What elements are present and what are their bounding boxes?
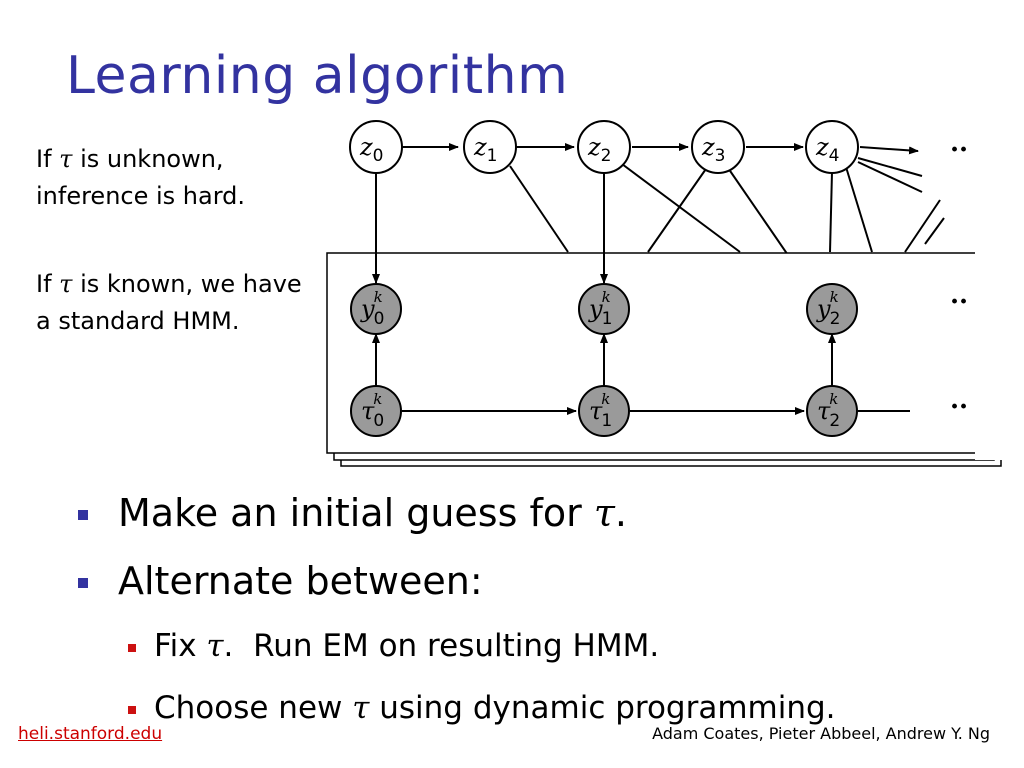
svg-text:τk2: τk2 (817, 390, 840, 431)
tau-to-y-edges (372, 333, 836, 388)
bullet-list: Make an initial guess for τ. Alternate b… (78, 486, 1008, 746)
bullet-alternate: Alternate between: (78, 554, 1008, 608)
subbullet-square-icon (128, 644, 136, 652)
bullet-initial-guess: Make an initial guess for τ. (78, 486, 1008, 540)
svg-text:yk1: yk1 (588, 288, 612, 329)
svg-text:yk2: yk2 (816, 288, 840, 329)
plate-front (326, 252, 991, 454)
subbullet-choose-tau-pre: Choose new (154, 690, 353, 726)
tau-symbol: τ (59, 145, 73, 173)
ellipsis-z-chain: ·· (950, 135, 968, 165)
svg-text:z0: z0 (359, 133, 383, 166)
side-note-unknown: If τ is unknown, inference is hard. (36, 141, 336, 215)
side-note-known-pre: If (36, 270, 60, 298)
cross-edges-upper (509, 157, 945, 291)
svg-text:τk0: τk0 (361, 390, 384, 431)
z-node-0: z0 (349, 120, 403, 174)
svg-text:τk1: τk1 (589, 390, 612, 431)
subbullet-choose-tau: Choose new τ using dynamic programming. (128, 684, 1008, 732)
bullet-initial-guess-pre: Make an initial guess for (118, 491, 594, 535)
ellipsis-tau-row: ·· (950, 392, 968, 422)
svg-text:z4: z4 (815, 133, 839, 166)
svg-text:z1: z1 (473, 133, 497, 166)
side-note-unknown-pre: If (36, 145, 60, 173)
side-note-known-post: is known, we have a standard HMM. (36, 270, 302, 335)
z-to-y-edges (372, 172, 608, 284)
tau-symbol: τ (593, 491, 615, 535)
footer-link[interactable]: heli.stanford.edu (18, 724, 163, 744)
tau-symbol: τ (206, 628, 224, 664)
subbullet-square-icon (128, 706, 136, 714)
svg-text:yk0: yk0 (360, 288, 384, 329)
side-note-known: If τ is known, we have a standard HMM. (36, 266, 306, 340)
ellipsis-y-row: ·· (950, 287, 968, 317)
z-node-4: z4 (805, 120, 859, 174)
side-note-unknown-post: is unknown, inference is hard. (36, 145, 246, 210)
tau-symbol: τ (59, 270, 73, 298)
subbullet-choose-tau-post: using dynamic programming. (369, 690, 836, 726)
bullet-alternate-text: Alternate between: (118, 559, 483, 603)
bullet-square-icon (78, 510, 88, 520)
z-chain-edges (402, 143, 919, 155)
subbullet-fix-tau: Fix τ. Run EM on resulting HMM. (128, 622, 1008, 670)
diagram-right-clip (975, 120, 1024, 460)
subbullet-fix-tau-pre: Fix (154, 628, 207, 664)
tau-symbol: τ (352, 690, 370, 726)
svg-text:z2: z2 (587, 133, 611, 166)
z-node-2: z2 (577, 120, 631, 174)
slide-title: Learning algorithm (66, 46, 569, 106)
bullet-square-icon (78, 578, 88, 588)
subbullet-fix-tau-post: . Run EM on resulting HMM. (223, 628, 660, 664)
z-node-1: z1 (463, 120, 517, 174)
footer-authors: Adam Coates, Pieter Abbeel, Andrew Y. Ng (652, 724, 990, 743)
svg-text:z3: z3 (701, 133, 725, 166)
bullet-initial-guess-post: . (614, 491, 627, 535)
z-node-3: z3 (691, 120, 745, 174)
